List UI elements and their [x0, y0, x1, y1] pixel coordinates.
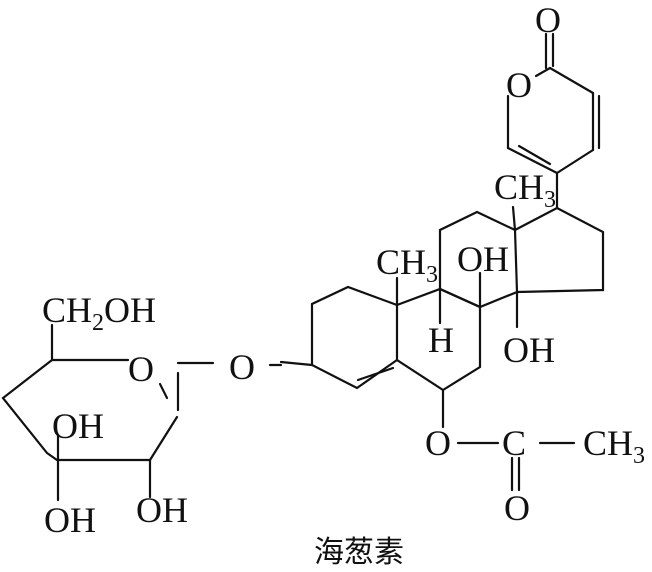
bond [158, 382, 169, 400]
sugar-hydroxyl-upper-label: OH [52, 406, 104, 446]
ester-methyl-label: CH3 [583, 423, 645, 469]
bond [548, 66, 595, 95]
ester-carbon-label: C [502, 423, 526, 463]
pyranone-ring-oxygen-label: O [506, 65, 532, 105]
ester-oxygen-label: O [425, 423, 451, 463]
double-bond-inner [356, 366, 395, 382]
ring-d [513, 206, 605, 294]
compound-name-caption: 海葱素 [314, 535, 404, 570]
bond [279, 360, 314, 367]
bond [534, 66, 552, 78]
double-bond-inner [517, 144, 552, 166]
c10-methyl-label: CH3 [376, 242, 438, 288]
sugar-ring [1, 358, 179, 462]
bond [511, 205, 517, 232]
ring-a [310, 285, 399, 390]
ch2oh-label: CH2OH [42, 290, 156, 336]
sugar-ring-oxygen-label: O [128, 349, 154, 389]
c13-methyl-label: CH3 [494, 167, 556, 213]
sugar-hydroxyl-bottom-left-label: OH [44, 500, 96, 540]
glycosidic-oxygen-label: O [229, 347, 255, 387]
atom-labels: O O CH3 CH3 OH H OH O C CH3 O O O CH2OH … [42, 0, 645, 540]
bond [506, 146, 559, 175]
bonds [1, 32, 605, 502]
c14-hydroxyl-label: OH [503, 330, 555, 370]
ester-carbonyl-oxygen-label: O [504, 488, 530, 528]
sugar-hydroxyl-bottom-right-label: OH [136, 490, 188, 530]
c9-hydrogen-label: H [428, 320, 454, 360]
c8-hydroxyl-label: OH [457, 239, 509, 279]
carbonyl-oxygen-label: O [535, 0, 561, 40]
bond [555, 148, 595, 175]
